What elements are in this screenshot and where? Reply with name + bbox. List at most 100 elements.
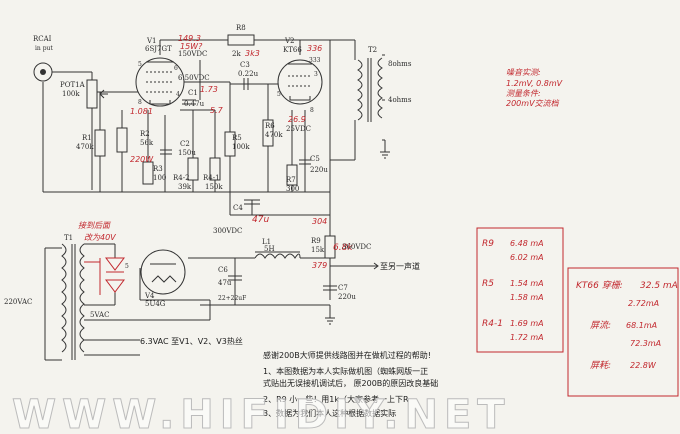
r1-value: 470k (76, 143, 94, 151)
v2-cathode-v: 25VDC (286, 125, 311, 133)
resistor-r4-1 (209, 157, 221, 181)
kt66-line3: 72.3mA (630, 339, 661, 348)
noise-value: 1.2mV, 0.8mV (506, 79, 563, 88)
rect-hand-mid: 改为40V (84, 233, 116, 242)
pot-label: POT1A (60, 81, 86, 89)
v1-name: V1 (146, 37, 157, 45)
resistor-r5 (224, 131, 236, 157)
v1-hand-a: 1.081 (130, 107, 153, 116)
resistor-r6 (262, 119, 274, 147)
resistor-r1 (94, 129, 106, 157)
c7-value: 220u (338, 293, 356, 301)
t2-name: T2 (368, 46, 377, 54)
l1-value: 5H (264, 245, 275, 253)
c3-value: 0.22u (238, 70, 259, 78)
r8-value: 2k (232, 50, 241, 58)
t2-out-a: 8ohms (388, 60, 412, 68)
kt66-line4-label: 屏耗: (590, 360, 611, 371)
c1-label: C1 (188, 89, 198, 97)
capacitor-c7 (323, 285, 337, 291)
c4-hand: 47u (252, 215, 269, 225)
arrow-icon (370, 262, 379, 270)
measurement-row-v1: 6.48 mA (510, 239, 544, 248)
c2-value: 150u (178, 149, 196, 157)
heater-note: 6.3VAC 至V1、V2、V3热丝 (140, 336, 243, 346)
c1-value: 0.47u (184, 100, 205, 108)
v4-type: 5U4G (145, 300, 166, 308)
resistor-r9 (324, 235, 336, 259)
tube-v2 (277, 59, 323, 105)
measurement-row-v1: 1.54 mA (510, 279, 544, 288)
measurement-row-name: R9 (482, 239, 494, 249)
r9-label: R9 (311, 237, 321, 245)
l1-name: L1 (262, 238, 271, 246)
resistor-r3 (142, 161, 154, 185)
tube-v1 (135, 57, 185, 107)
c8-value: 22+22uF (218, 295, 246, 302)
pot-value: 100k (62, 90, 80, 98)
v1-hand-c: 5.7 (210, 106, 224, 115)
v2-voltage-hand: 336 (307, 44, 322, 53)
t1-name: T1 (64, 234, 73, 242)
measurement-box (476, 227, 564, 353)
v1-hand-b: 1.73 (200, 85, 218, 94)
r1-label: R1 (82, 134, 92, 142)
tube-v4 (140, 249, 186, 295)
kt66-line2-value: 68.1mA (626, 321, 657, 330)
t2-out-b: 4ohms (388, 96, 412, 104)
measurement-row-name: R5 (482, 279, 494, 289)
r3-label: R3 (153, 165, 163, 173)
noise-cond2: 200mV交流档 (506, 99, 560, 108)
v2-pin-3: 3 (314, 71, 318, 78)
c7-label: C7 (338, 284, 348, 292)
r8-label: R8 (236, 24, 246, 32)
resistor-r4-2 (187, 157, 199, 181)
rect-hand-top: 接到后面 (78, 221, 112, 230)
measurement-row-v2: 1.72 mA (510, 333, 544, 342)
capacitor-c6 (228, 275, 242, 281)
transformer-t1 (61, 243, 85, 360)
v1-type: 6SJ7GT (145, 45, 172, 53)
capacitor-c3 (243, 78, 249, 90)
rail-300: 300VDC (213, 227, 242, 235)
kt66-title: KT66 穿栅: (576, 280, 623, 291)
v2-cathode-hand: 26.9 (288, 115, 306, 124)
v1-note1: 149.3 (178, 34, 201, 43)
r6-value: 470k (265, 131, 283, 139)
kt66-line2-label: 屏流: (590, 320, 611, 331)
hand-drawn-rectifier (84, 257, 125, 295)
c2-label: C2 (180, 140, 190, 148)
v1-pin-5: 5 (138, 61, 142, 68)
v2-type: KT66 (283, 46, 302, 54)
rail-other-channel: 至另一声道 (380, 261, 420, 271)
v1-pin-4: 4 (176, 91, 180, 98)
r3-value: 100 (153, 174, 166, 182)
capacitor-c5 (299, 159, 311, 165)
v2-pin-8: 8 (310, 107, 314, 114)
r6-label: R6 (265, 122, 275, 130)
v1-note2: 15W? (180, 42, 203, 51)
c5-value: 220u (310, 166, 328, 174)
r8-hand: 3k3 (245, 49, 260, 58)
kt66-title-value: 32.5 mA (640, 281, 678, 291)
footer-line3: 式贴出无误接机调试后， 原200B的原因改良基础 (263, 378, 438, 388)
ground-symbols (325, 151, 390, 325)
input-title: RCAI (33, 35, 52, 43)
capacitor-c1 (182, 99, 196, 105)
input-subtitle: in put (35, 45, 53, 52)
noise-cond: 测量条件: (506, 89, 541, 98)
r2-label: R2 (140, 130, 150, 138)
r9-hand-side: 6.8k (333, 243, 353, 253)
r5-label: R5 (232, 134, 242, 142)
capacitor-c4 (244, 199, 260, 205)
v4-side: 5 (125, 263, 129, 270)
watermark: WWW.HIFIDIY.NET (12, 392, 511, 434)
potentiometer (86, 79, 108, 109)
r9-hand-top: 304 (312, 217, 327, 226)
rail-360: 360VDC (342, 243, 371, 251)
transformer-t2 (357, 57, 383, 122)
measurement-row-v2: 6.02 mA (510, 253, 544, 262)
